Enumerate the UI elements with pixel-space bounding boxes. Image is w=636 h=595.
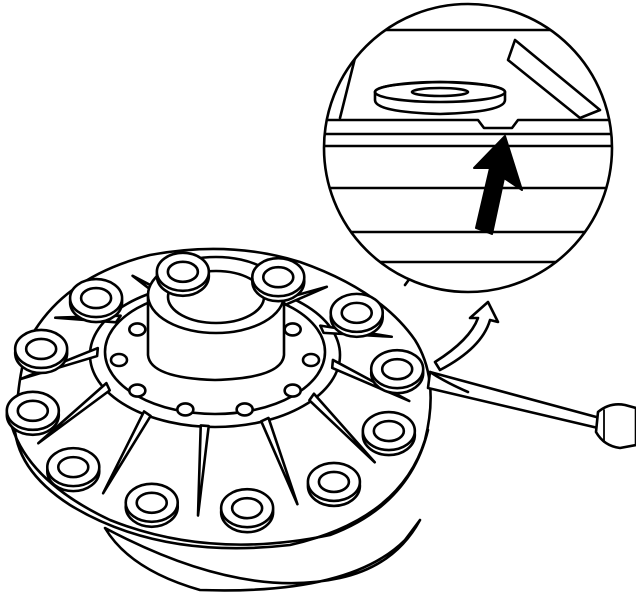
inner-bolt-hole <box>176 402 195 417</box>
carrier-bolt <box>155 251 211 298</box>
mag-washer-top <box>373 80 507 104</box>
mag-joint-upper <box>324 118 612 130</box>
carrier-bolt <box>361 410 417 457</box>
bolt-head <box>306 461 362 503</box>
inner-bolt-hole <box>301 352 321 368</box>
carrier-bolt <box>306 461 362 508</box>
flange-rib <box>308 392 377 464</box>
bolt-recess <box>79 286 113 310</box>
bolt-head <box>369 348 425 390</box>
bolt-recess <box>166 260 200 284</box>
bolt-recess <box>56 455 90 479</box>
bolt-recess <box>317 470 351 494</box>
bolt-head <box>361 410 417 452</box>
carrier-bolt <box>219 487 275 534</box>
flange-rib <box>196 424 210 517</box>
differential-carrier <box>5 247 432 592</box>
bolt-recess <box>261 265 295 289</box>
carrier-bolts <box>5 251 425 534</box>
flange-rib <box>36 381 112 445</box>
inner-bolt-holes <box>109 322 321 417</box>
bolt-recess <box>230 496 264 520</box>
magnifier-border <box>322 2 614 294</box>
carrier-bolt <box>68 277 124 324</box>
bolt-recess <box>340 301 374 325</box>
screwdriver-tip <box>428 370 470 394</box>
flange-rib <box>101 410 152 495</box>
flange-rib <box>259 416 299 506</box>
screwdriver-icon <box>426 370 636 450</box>
bolt-head <box>219 487 275 529</box>
inner-bolt-hole <box>128 383 147 398</box>
bolt-head <box>13 328 69 370</box>
screwdriver-handle <box>594 403 636 450</box>
indicator-arrow-icon <box>473 135 523 235</box>
mag-washer-hole <box>410 86 470 98</box>
bolt-recess <box>16 399 50 423</box>
bolt-head <box>155 251 211 293</box>
bolt-head <box>329 292 385 334</box>
inner-bolt-hole <box>109 352 129 368</box>
screwdriver-shaft <box>426 370 602 430</box>
bolt-head <box>5 390 61 432</box>
bolt-head <box>45 446 101 488</box>
detail-magnifier-icon <box>322 2 614 294</box>
inner-bolt-hole <box>235 402 254 417</box>
carrier-bolt <box>13 328 69 375</box>
carrier-bolt <box>369 348 425 395</box>
carrier-bolt <box>45 446 101 493</box>
bolt-recess <box>135 491 169 515</box>
bolt-head <box>68 277 124 319</box>
bolt-head <box>250 256 306 298</box>
carrier-bolt <box>5 390 61 437</box>
carrier-bolt <box>124 482 180 529</box>
flange-rim <box>8 418 430 546</box>
bolt-recess <box>372 419 406 443</box>
bolt-recess <box>24 337 58 361</box>
bolt-head <box>124 482 180 524</box>
inner-bolt-hole <box>283 322 302 337</box>
inner-bolt-hole <box>128 322 147 337</box>
carrier-bolt <box>250 256 306 303</box>
mag-rib <box>506 38 602 120</box>
curved-pointer-arrow-icon <box>433 300 500 372</box>
carrier-bolt <box>329 292 385 339</box>
carrier-base <box>103 518 422 592</box>
bolt-recess <box>380 357 414 381</box>
inner-bolt-hole <box>283 383 302 398</box>
